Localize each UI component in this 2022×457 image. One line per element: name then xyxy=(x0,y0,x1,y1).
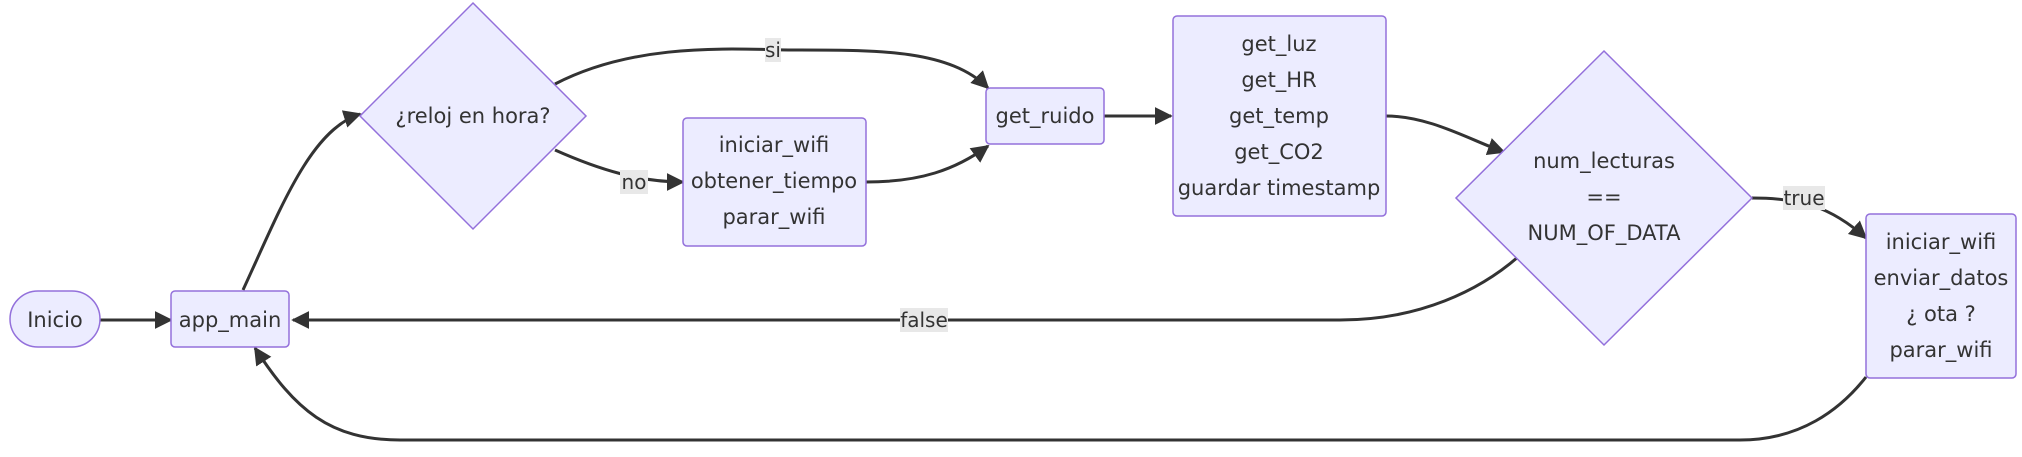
edge-label-si: si xyxy=(765,38,781,62)
node-sensors-line-4: get_CO2 xyxy=(1234,140,1324,165)
edge-label-false-text: false xyxy=(900,308,948,332)
node-sensors-line-2: get_HR xyxy=(1241,68,1316,93)
node-send-line-1: iniciar_wifi xyxy=(1886,230,1997,255)
node-send-line-4: parar_wifi xyxy=(1889,338,1992,363)
node-reloj-label: ¿reloj en hora? xyxy=(395,104,550,128)
edge-reloj-wifi-time-no xyxy=(554,148,685,191)
node-inicio: Inicio xyxy=(9,290,101,348)
edges xyxy=(100,47,1868,442)
node-send: iniciar_wifi enviar_datos ¿ ota ? parar_… xyxy=(1865,213,2017,379)
node-num-check-line-3: NUM_OF_DATA xyxy=(1528,221,1682,246)
edge-send-app-main xyxy=(253,346,1868,442)
node-wifi-time-line-2: obtener_tiempo xyxy=(691,169,857,194)
node-app-main: app_main xyxy=(170,290,290,348)
node-num-check-decision: num_lecturas == NUM_OF_DATA xyxy=(1454,49,1754,347)
node-send-line-2: enviar_datos xyxy=(1874,266,2009,291)
node-sensors: get_luz get_HR get_temp get_CO2 guardar … xyxy=(1172,15,1387,217)
edge-sensors-num-check xyxy=(1385,114,1506,156)
node-get-ruido: get_ruido xyxy=(985,87,1105,145)
node-sensors-line-5: guardar timestamp xyxy=(1178,176,1381,200)
edge-label-si-text: si xyxy=(765,38,781,62)
node-sensors-line-1: get_luz xyxy=(1241,32,1316,57)
node-wifi-time-line-3: parar_wifi xyxy=(722,205,825,230)
edge-reloj-get-ruido-si xyxy=(554,47,990,90)
node-sensors-line-3: get_temp xyxy=(1229,104,1329,129)
node-reloj-decision: ¿reloj en hora? xyxy=(358,1,588,231)
edge-wifi-time-get-ruido xyxy=(865,144,990,184)
edge-label-false: false xyxy=(900,308,948,332)
node-app-main-label: app_main xyxy=(179,308,282,333)
edge-label-no: no xyxy=(620,170,648,194)
edge-app-main-reloj xyxy=(241,110,362,291)
edge-num-check-app-main-false xyxy=(291,255,1519,329)
node-inicio-label: Inicio xyxy=(27,308,83,332)
node-send-line-3: ¿ ota ? xyxy=(1906,302,1976,326)
node-wifi-time-line-1: iniciar_wifi xyxy=(719,133,830,158)
node-num-check-line-2: == xyxy=(1586,185,1621,209)
node-num-check-line-1: num_lecturas xyxy=(1533,149,1675,174)
edge-label-no-text: no xyxy=(622,170,647,194)
edge-label-true: true xyxy=(1783,186,1825,210)
edge-label-true-text: true xyxy=(1783,186,1824,210)
node-wifi-time: iniciar_wifi obtener_tiempo parar_wifi xyxy=(682,117,867,247)
node-get-ruido-label: get_ruido xyxy=(996,104,1095,129)
